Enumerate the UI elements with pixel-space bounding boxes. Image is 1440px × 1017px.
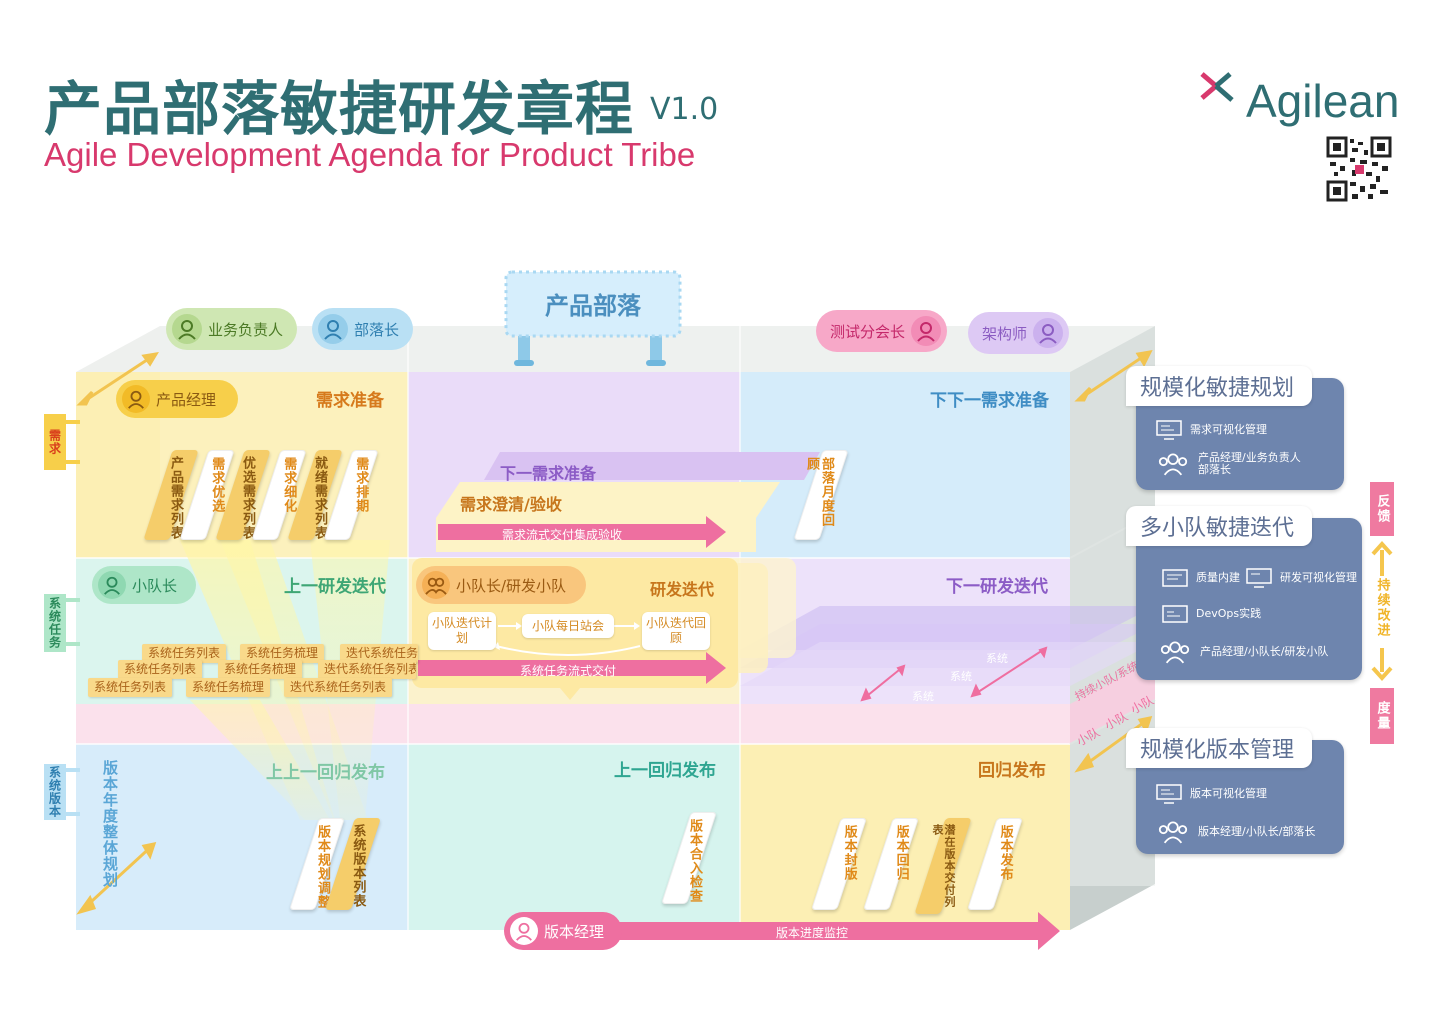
monitor-icon [1156, 784, 1182, 804]
lane-next-next-demand: 下下一需求准备 [930, 391, 1049, 411]
panel-multi-squad: 多小队敏捷迭代 质量内建 研发可视化管理 DevOps实践 产品经理/小队长/研… [1126, 506, 1362, 680]
task-tag: 迭代系统任务列表 [340, 644, 418, 663]
task-tag: 迭代系统任务列表 [318, 660, 416, 679]
side-tab-connector [66, 642, 80, 646]
iteration-plan-step: 小队迭代计划 [428, 612, 496, 650]
measure-tab: 度量 [1370, 688, 1394, 744]
business-owner-label: 业务负责人 [208, 320, 284, 339]
release-manager-label: 版本经理 [544, 922, 605, 941]
panel-row: 质量内建 [1162, 568, 1240, 588]
panel-scale-planning: 规模化敏捷规划 需求可视化管理 产品经理/业务负责人部落长 [1126, 366, 1344, 490]
system-label: 系统 [986, 652, 1008, 665]
task-tag: 系统任务梳理 [240, 644, 325, 663]
task-tag: 迭代系统任务列表 [284, 678, 393, 697]
side-tab-connector [66, 598, 80, 602]
lane-next-demand: 下一需求准备 [500, 464, 597, 483]
monitor-icon [1246, 568, 1272, 588]
role-architect: 架构师 [968, 312, 1070, 354]
test-lead-icon [911, 316, 942, 346]
panel-row: 产品经理/小队长/研发小队 [1158, 640, 1328, 664]
panel-row: DevOps实践 [1162, 604, 1261, 624]
version-label: V1.0 [650, 92, 719, 127]
role-squad-lead: 小队长 [92, 566, 196, 604]
panel-scale-release-title: 规模化版本管理 [1126, 728, 1313, 768]
role-tribe-lead: 部落长 [312, 308, 414, 350]
release-flow-label: 版本进度监控 [776, 926, 849, 940]
panel-row: 产品经理/业务负责人部落长 [1156, 452, 1301, 476]
squad-team-label: 小队长/研发小队 [456, 576, 567, 595]
lane-prev-prev-release: 上上一回归发布 [266, 763, 385, 783]
release-annual-plan: 版本年度整体规划 [101, 760, 119, 888]
panel-row: 研发可视化管理 [1246, 568, 1357, 588]
squad-team-icon [422, 571, 450, 599]
panel-row: 版本可视化管理 [1156, 784, 1267, 804]
daily-standup-step: 小队每日站会 [522, 614, 614, 638]
lane-demand-clarify: 需求澄清/验收 [460, 495, 562, 514]
page-subtitle: Agile Development Agenda for Product Tri… [44, 136, 696, 173]
team-icon [1160, 641, 1190, 664]
release-manager-icon [510, 917, 538, 945]
side-tab-connector [66, 460, 80, 464]
lane-prev-release: 上一回归发布 [614, 761, 716, 781]
panel-multi-squad-title: 多小队敏捷迭代 [1126, 506, 1313, 546]
tribe-lead-label: 部落长 [354, 320, 400, 339]
task-tag: 系统任务列表 [118, 660, 203, 679]
architect-icon [1033, 318, 1064, 348]
page-title: 产品部落敏捷研发章程 [44, 75, 635, 143]
product-tribe-billboard: 产品部落 [545, 292, 641, 320]
architect-label: 架构师 [982, 324, 1028, 343]
lane-dev-iteration: 研发迭代 [650, 580, 715, 599]
devops-icon [1162, 605, 1188, 623]
system-label: 系统 [912, 690, 934, 703]
side-tab-demand: 需求 [44, 414, 66, 470]
squad-lead-label: 小队长 [132, 576, 178, 595]
lane-prev-iteration: 上一研发迭代 [284, 577, 386, 597]
feedback-tab: 反馈 [1370, 482, 1394, 536]
product-manager-label: 产品经理 [156, 390, 217, 409]
product-manager-icon [122, 385, 150, 413]
task-tag: 系统任务梳理 [186, 678, 271, 697]
test-lead-label: 测试分会长 [830, 322, 906, 341]
role-business-owner: 业务负责人 [166, 308, 298, 350]
monitor-icon [1156, 420, 1182, 440]
continuous-improvement-arrow-icon [1371, 541, 1393, 681]
agilean-logo: Agilean [1246, 75, 1400, 127]
squad-lead-icon [98, 571, 126, 599]
system-label: 系统 [950, 670, 972, 683]
team-icon [1158, 821, 1188, 844]
role-test-lead: 测试分会长 [816, 310, 948, 352]
tribe-lead-icon [318, 314, 348, 344]
panel-scale-release: 规模化版本管理 版本可视化管理 版本经理/小队长/部落长 [1126, 728, 1344, 854]
side-tab-connector [66, 420, 80, 424]
continuous-improvement-label: 持续改进 [1374, 578, 1390, 638]
task-tag: 系统任务梳理 [218, 660, 303, 679]
side-tab-system-version: 系统版本 [44, 764, 66, 820]
role-squad-team: 小队长/研发小队 [416, 566, 586, 604]
lane-release: 回归发布 [978, 761, 1046, 781]
iteration-review-step: 小队迭代回顾 [642, 612, 710, 650]
qr-code-icon [1326, 136, 1392, 202]
panel-row: 版本经理/小队长/部落长 [1156, 820, 1315, 844]
role-product-manager: 产品经理 [116, 380, 238, 418]
panel-scale-planning-title: 规模化敏捷规划 [1126, 366, 1313, 406]
document-icon [1162, 569, 1188, 587]
side-tab-connector [66, 768, 80, 772]
system-flow-label: 系统任务流式交付 [520, 664, 617, 678]
lane-demand-prep: 需求准备 [316, 391, 384, 411]
task-tag: 系统任务列表 [88, 678, 173, 697]
side-tab-connector [66, 812, 80, 816]
business-owner-icon [172, 314, 202, 344]
side-tab-system-task: 系统任务 [44, 594, 66, 652]
agilean-logo-icon [1200, 72, 1234, 102]
panel-row: 需求可视化管理 [1156, 420, 1267, 440]
role-release-manager: 版本经理 [504, 912, 622, 950]
lane-next-iteration: 下一研发迭代 [946, 577, 1048, 597]
demand-flow-label: 需求流式交付集成验收 [502, 528, 623, 542]
team-icon [1158, 453, 1188, 476]
task-tag: 系统任务列表 [142, 644, 227, 663]
